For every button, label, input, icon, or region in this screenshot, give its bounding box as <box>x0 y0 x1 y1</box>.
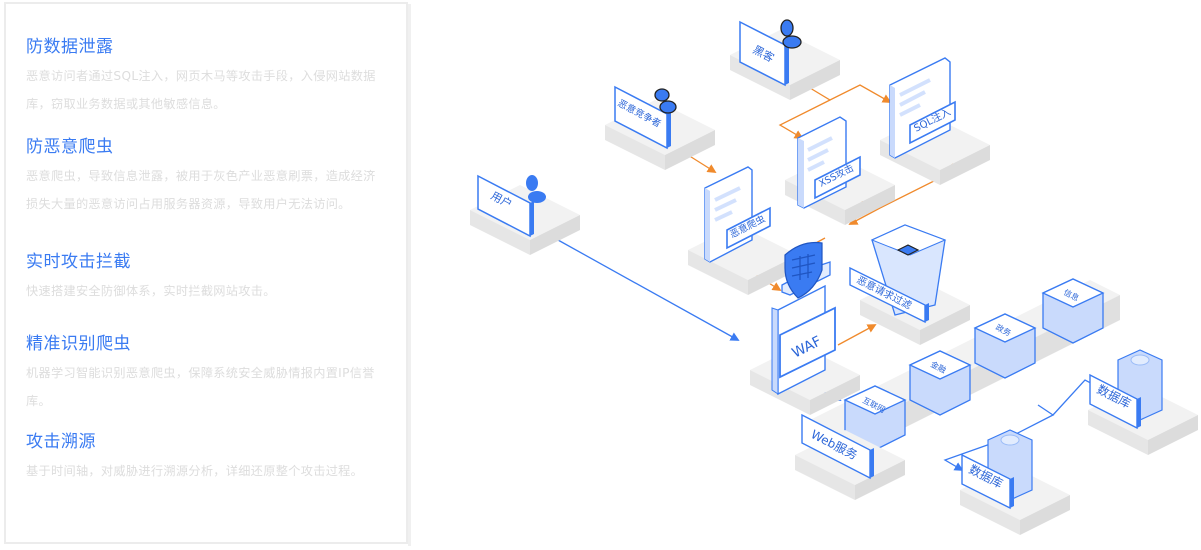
finance-cube: 金融 <box>908 350 972 416</box>
person-icon <box>780 19 794 37</box>
crawler-node: 恶意爬虫 <box>688 166 798 295</box>
feature-title: 实时攻击拦截 <box>26 252 131 272</box>
database-node-1: 数据库 <box>1088 349 1198 455</box>
feature-description: 快速搭建安全防御体系，实时拦截网站攻击。 <box>26 284 276 298</box>
feature-title: 防恶意爬虫 <box>26 137 114 157</box>
feature-description: 基于时间轴，对威胁进行溯源分析，详细还原整个攻击过程。 <box>26 464 364 478</box>
filter-node: 恶意请求过滤 <box>849 224 970 345</box>
waf-architecture-diagram: 黑客 恶意竞争者 用户 SQL注入 XSS攻击 <box>440 0 1201 550</box>
feature-title: 精准识别爬虫 <box>26 334 131 354</box>
feature-description: 机器学习智能识别恶意爬虫，保障系统安全威胁情报内置IP信誉库。 <box>26 366 375 408</box>
database-node-2: 数据库 <box>960 429 1070 535</box>
person-icon <box>526 175 538 191</box>
xss-node: XSS攻击 <box>785 116 895 225</box>
user-node: 用户 <box>470 174 580 255</box>
feature-realtime-block: 实时攻击拦截 快速搭建安全防御体系，实时拦截网站攻击。 <box>26 251 386 305</box>
panel-shadow <box>408 4 411 546</box>
shield-icon <box>784 241 823 299</box>
feature-description: 恶意访问者通过SQL注入，网页木马等攻击手段，入侵网站数据库，窃取业务数据或其他… <box>26 69 376 111</box>
feature-attack-tracing: 攻击溯源 基于时间轴，对威胁进行溯源分析，详细还原整个攻击过程。 <box>26 431 386 485</box>
feature-title: 攻击溯源 <box>26 432 96 452</box>
features-panel <box>4 2 408 544</box>
internet-cube: 互联网 <box>843 385 907 451</box>
feature-data-leak: 防数据泄露 恶意访问者通过SQL注入，网页木马等攻击手段，入侵网站数据库，窃取业… <box>26 36 386 118</box>
waf-node: WAF <box>750 241 860 415</box>
hacker-node: 黑客 <box>730 19 840 100</box>
feature-crawler-detection: 精准识别爬虫 机器学习智能识别恶意爬虫，保障系统安全威胁情报内置IP信誉库。 <box>26 333 386 415</box>
feature-anti-crawler: 防恶意爬虫 恶意爬虫，导致信息泄露，被用于灰色产业恶意刷票，造成经济损失大量的恶… <box>26 136 386 218</box>
feature-title: 防数据泄露 <box>26 37 114 57</box>
info-cube: 信息 <box>1041 278 1105 344</box>
sql-injection-node: SQL注入 <box>880 57 990 185</box>
competitor-node: 恶意竞争者 <box>605 85 715 170</box>
feature-description: 恶意爬虫，导致信息泄露，被用于灰色产业恶意刷票，造成经济损失大量的恶意访问占用服… <box>26 169 376 211</box>
government-cube: 政务 <box>973 313 1037 379</box>
person-icon <box>654 88 670 102</box>
